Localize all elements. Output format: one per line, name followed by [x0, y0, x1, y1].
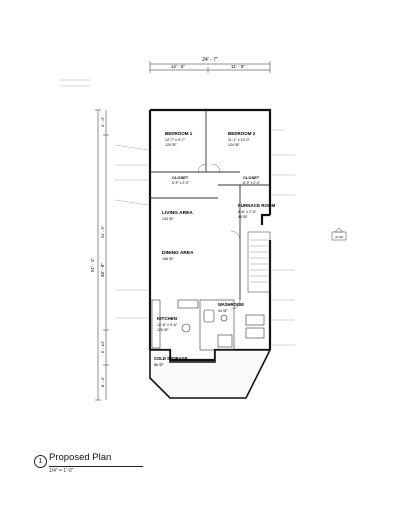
room-name-closet-1: CLOSET: [172, 175, 189, 180]
section-tag: A1.02: [335, 235, 343, 239]
room-name-washroom: WASHROOM: [218, 302, 244, 307]
drawing-scale: 1/4" = 1'-0": [49, 468, 74, 474]
room-name-kitchen: KITCHEN: [157, 316, 177, 321]
room-area-kitchen: 120 SF: [157, 328, 169, 332]
room-name-furnace: FURNACE ROOM: [238, 203, 275, 208]
room-size-closet-1: 6'-9" x 2'-0": [172, 181, 190, 185]
inner-length-dim: 48' - 8": [100, 263, 105, 277]
room-size-closet-2: 6'-9" x 2'-0": [243, 181, 261, 185]
room-area-dining: 156 SF: [162, 257, 174, 261]
drawing-number: 1: [34, 455, 47, 468]
left-width-dim: 12' - 5": [171, 64, 185, 69]
room-area-cold-storage: 86 SF: [154, 363, 164, 367]
overall-width-dim: 24' - 7": [202, 57, 218, 63]
room-name-bedroom-1: BEDROOM 1: [165, 131, 193, 136]
room-name-bedroom-2: BEDROOM 2: [228, 131, 256, 136]
segment-dim-1: 4' - 0": [100, 116, 105, 127]
room-name-cold-storage: COLD STORAGE: [154, 356, 188, 361]
segment-dim-4: 8' - 4": [100, 376, 105, 387]
title-underline: [49, 466, 143, 467]
drawing-title: Proposed Plan: [49, 452, 112, 463]
right-width-dim: 11' - 5": [231, 64, 245, 69]
cold-storage-outline: [149, 349, 272, 399]
room-size-kitchen: 12'-6" x 9'-6": [157, 323, 178, 327]
room-name-living: LIVING AREA: [162, 210, 193, 216]
room-name-closet-2: CLOSET: [243, 175, 260, 180]
overall-length-dim: 51' - 1": [90, 258, 95, 272]
room-name-dining: DINING AREA: [162, 250, 194, 256]
room-area-bedroom-2: 124 SF: [228, 143, 240, 147]
room-area-furnace: 46 SF: [238, 215, 248, 219]
room-area-bedroom-1: 120 SF: [165, 143, 177, 147]
segment-dim-3: 6' - 10": [100, 340, 105, 353]
room-area-living: 133 SF: [162, 217, 174, 221]
segment-dim-2: 31' - 6": [100, 225, 105, 238]
room-size-furnace: 6'-6" x 7'-0": [238, 210, 257, 214]
drawing-title-block: 1 Proposed Plan 1/4" = 1'-0": [34, 452, 234, 476]
room-size-bedroom-2: 11'-1" x 10'-0": [228, 138, 251, 142]
room-area-washroom: 44 SF: [218, 309, 228, 313]
room-size-bedroom-1: 12'-7" x 9'-7": [165, 138, 186, 142]
